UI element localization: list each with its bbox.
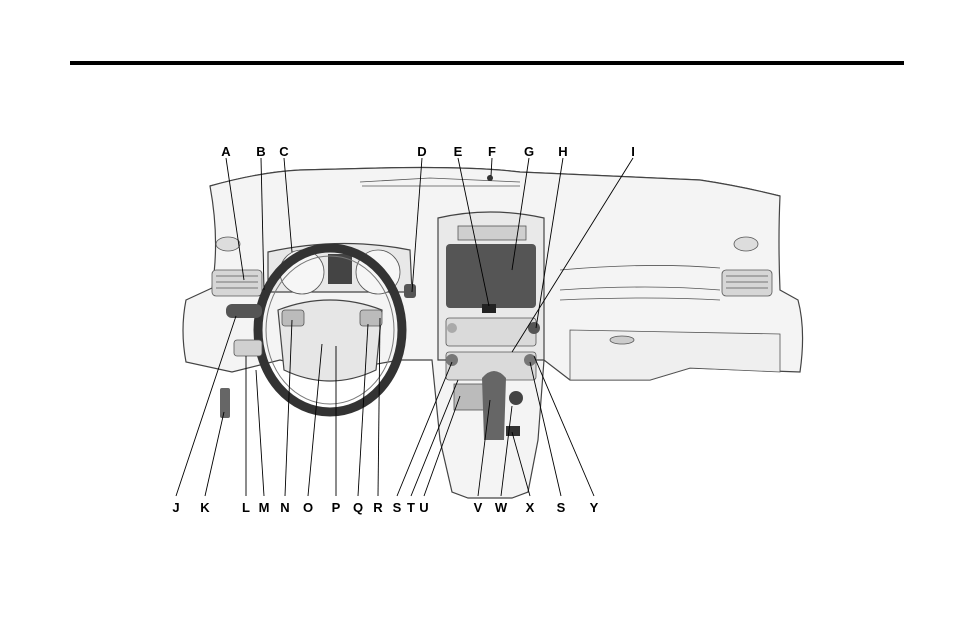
right-outboard-vent (734, 237, 758, 251)
callout-f: F (488, 144, 496, 159)
callout-r: R (373, 500, 383, 515)
climate-knob-left (446, 354, 458, 366)
callout-m: M (259, 500, 270, 515)
callout-a: A (221, 144, 231, 159)
callout-l: L (242, 500, 250, 515)
left-inboard-vent (212, 270, 262, 296)
light-sensor (487, 175, 493, 181)
leader-line-k (205, 412, 224, 496)
dashboard-drawing (183, 168, 803, 499)
leader-line-m (256, 370, 264, 496)
infotainment-display (446, 244, 536, 308)
audio-controls (446, 318, 536, 346)
callout-t: T (407, 500, 415, 515)
glove-box-latch (610, 336, 634, 344)
callout-g: G (524, 144, 534, 159)
callout-o: O (303, 500, 313, 515)
shift-lever (482, 371, 506, 440)
steering-wheel-controls-right (360, 310, 382, 326)
console-switches (454, 384, 484, 410)
callout-n: N (280, 500, 289, 515)
wiper-lever (404, 284, 416, 298)
callout-w: W (495, 500, 508, 515)
right-inboard-vent (722, 270, 772, 296)
callout-v: V (474, 500, 483, 515)
callout-p: P (332, 500, 341, 515)
callout-c: C (279, 144, 289, 159)
glove-box (570, 330, 780, 380)
callout-d: D (417, 144, 426, 159)
center-air-vents (458, 226, 526, 240)
turn-signal-lever (226, 304, 262, 318)
callout-h: H (558, 144, 567, 159)
accessory-power-outlet (509, 391, 523, 405)
exterior-lamp-control (234, 340, 262, 356)
callout-s-left: S (393, 500, 402, 515)
callout-b: B (256, 144, 265, 159)
callout-x: X (526, 500, 535, 515)
callout-k: K (200, 500, 210, 515)
left-outboard-vent (216, 237, 240, 251)
callout-s-right: S (557, 500, 566, 515)
callout-j: J (172, 500, 179, 515)
callout-e: E (454, 144, 463, 159)
steering-wheel-controls-left (282, 310, 304, 326)
hood-release (220, 388, 230, 418)
power-volume-knob (447, 323, 457, 333)
callout-i: I (631, 144, 635, 159)
callout-y: Y (590, 500, 599, 515)
callout-q: Q (353, 500, 363, 515)
callout-u: U (419, 500, 428, 515)
climate-knob-right (524, 354, 536, 366)
